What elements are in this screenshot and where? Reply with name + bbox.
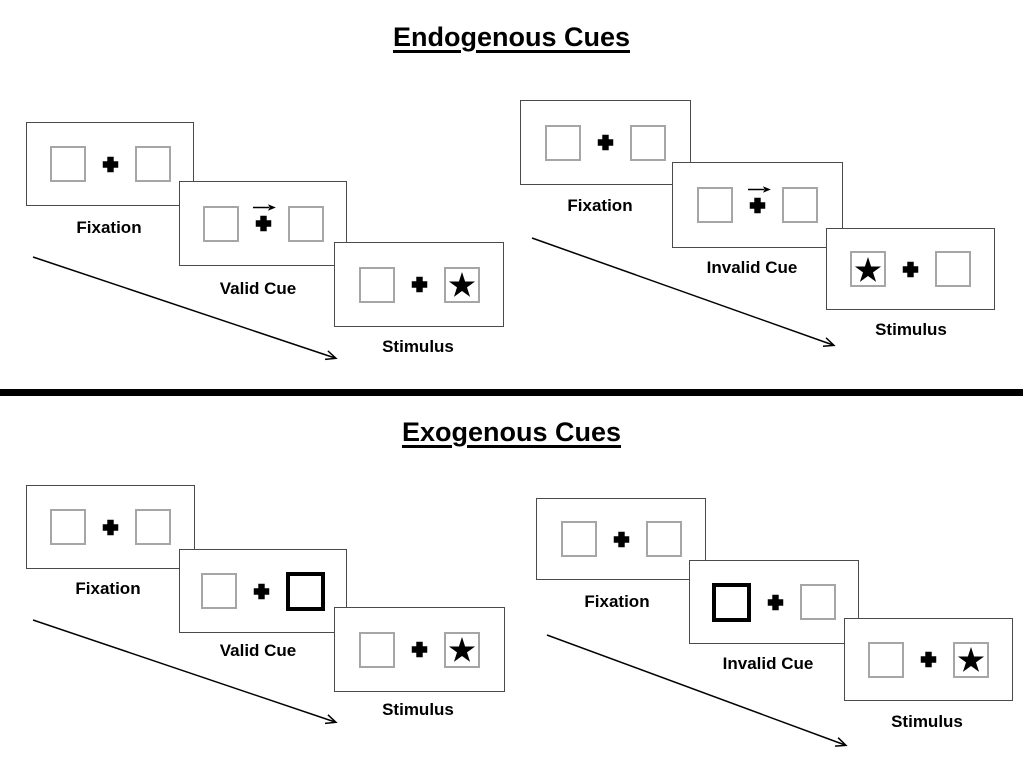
- fixation-panel: [536, 498, 706, 580]
- stimulus-panel: [334, 242, 504, 327]
- panel-label: Fixation: [75, 579, 141, 598]
- panel-label: Fixation: [584, 592, 650, 611]
- right-box: [782, 187, 818, 223]
- plus-icon: [102, 156, 118, 172]
- star-icon: [854, 256, 882, 282]
- timeline-arrow: [32, 256, 338, 361]
- fixation-panel: [520, 100, 691, 185]
- panel-label: Invalid Cue: [722, 654, 814, 673]
- fixation-panel: [26, 485, 195, 569]
- right-box: [287, 205, 324, 242]
- left-box: [201, 573, 237, 609]
- right-box: [630, 124, 666, 161]
- left-box: [868, 641, 904, 678]
- section-title-exogenous: Exogenous Cues: [401, 417, 622, 447]
- stimulus-panel: [334, 607, 505, 692]
- left-box: [202, 205, 239, 242]
- right-box: [134, 146, 171, 182]
- right-box-cued: [286, 571, 325, 611]
- panel-label: Stimulus: [891, 712, 963, 731]
- panel-label: Stimulus: [382, 700, 454, 719]
- plus-icon: [767, 594, 784, 610]
- plus-icon: [597, 134, 614, 151]
- plus-icon: [102, 519, 119, 535]
- plus-icon: [253, 583, 270, 599]
- star-icon: [957, 647, 985, 672]
- left-box-with-target: [850, 251, 886, 287]
- panel-label: Stimulus: [875, 320, 947, 339]
- right-box-with-target: [444, 631, 480, 668]
- left-box: [560, 521, 597, 557]
- right-box-with-target: [953, 641, 989, 678]
- cue-panel: [689, 560, 859, 644]
- right-box: [645, 521, 682, 557]
- panel-label: Fixation: [76, 218, 142, 237]
- plus-icon: [255, 215, 271, 232]
- right-box-with-target: [443, 266, 480, 303]
- star-icon: [448, 637, 476, 662]
- right-box: [935, 251, 971, 287]
- panel-label: Stimulus: [382, 337, 454, 356]
- section-divider: [0, 389, 1023, 396]
- cue-panel: [179, 549, 347, 633]
- section-title-endogenous: Endogenous Cues: [392, 22, 630, 52]
- left-box: [358, 266, 395, 303]
- cue-panel: [672, 162, 843, 248]
- left-box: [50, 509, 86, 545]
- plus-icon: [902, 261, 919, 277]
- left-box-cued: [712, 582, 751, 622]
- plus-icon: [920, 651, 937, 668]
- right-box: [135, 509, 171, 545]
- panel-label: Fixation: [567, 196, 633, 215]
- stimulus-panel: [826, 228, 995, 310]
- right-arrow-icon: [747, 185, 771, 193]
- timeline-arrow: [531, 237, 836, 347]
- panel-label: Valid Cue: [219, 279, 297, 298]
- timeline-arrow: [546, 634, 848, 747]
- stimulus-panel: [844, 618, 1013, 701]
- cue-panel: [179, 181, 347, 266]
- plus-icon: [749, 197, 766, 213]
- panel-label: Invalid Cue: [706, 258, 798, 277]
- right-box: [800, 584, 836, 620]
- timeline-arrow: [32, 619, 338, 725]
- right-arrow-icon: [252, 204, 276, 211]
- fixation-panel: [26, 122, 194, 206]
- plus-icon: [613, 531, 629, 547]
- left-box: [697, 187, 733, 223]
- left-box: [49, 146, 86, 182]
- left-box: [545, 124, 581, 161]
- left-box: [359, 631, 395, 668]
- star-icon: [448, 272, 475, 297]
- panel-label: Valid Cue: [219, 641, 297, 660]
- plus-icon: [411, 641, 428, 658]
- plus-icon: [411, 276, 427, 293]
